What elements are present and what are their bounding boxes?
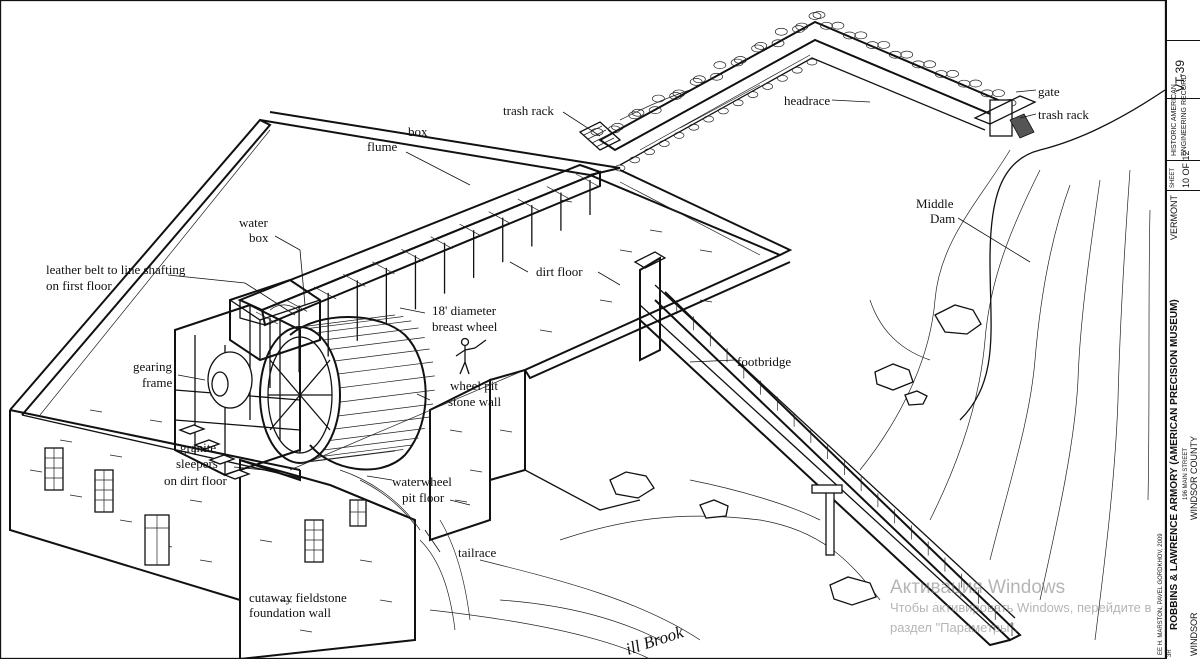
label-water-box-line2: box: [249, 230, 269, 245]
label-footbridge: footbridge: [737, 354, 791, 369]
label-trash-rack-right: trash rack: [1038, 107, 1089, 122]
county-name: WINDSOR COUNTY: [1189, 436, 1199, 520]
label-cutaway-line1: cutaway fieldstone: [249, 590, 347, 605]
tb-record-cell: HISTORIC AMERICAN ENGINEERING RECORD: [1167, 75, 1200, 161]
label-dirt-floor: dirt floor: [536, 264, 583, 279]
tb-sheet-cell: SHEET 10 OF 12: [1167, 150, 1200, 191]
delineator-credit: EE H. MARSTON, PAVEL GORDKHOV, 2009: [1158, 533, 1164, 655]
sheet-number: 10 OF 12: [1181, 150, 1191, 188]
label-middle-dam-line2: Dam: [930, 211, 955, 226]
label-box-flume-line2: flume: [367, 139, 398, 154]
label-granite-line2: sleepers: [176, 456, 218, 471]
label-cutaway-line2: foundation wall: [249, 605, 331, 620]
gearing-frame: [174, 303, 301, 477]
labels: trash rack headrace gate trash rack box …: [46, 84, 1089, 659]
leader-lines: [167, 89, 1037, 553]
label-tailrace: tailrace: [458, 545, 496, 560]
label-wheel-pit-line1: wheel pit: [450, 378, 498, 393]
label-gate: gate: [1038, 84, 1060, 99]
tb-survey-number-cell: VT-39: [1167, 40, 1200, 99]
project-name: ROBBINS & LAWRENCE ARMORY (AMERICAN PREC…: [1169, 299, 1180, 630]
label-waterwheel-line1: waterwheel: [392, 474, 452, 489]
windows-activation-watermark: Активация Windows Чтобы активировать Win…: [890, 578, 1151, 638]
label-wheel-line1: 18' diameter: [432, 303, 497, 318]
label-headrace: headrace: [784, 93, 830, 108]
label-granite-line3: on dirt floor: [164, 473, 227, 488]
watermark-line2: Чтобы активировать Windows, перейдите в: [890, 600, 1152, 615]
box-flume: [237, 163, 603, 327]
windows: [44, 447, 367, 566]
title-block: VT-39 HISTORIC AMERICAN ENGINEERING RECO…: [1166, 0, 1200, 659]
wheel-buckets: [299, 314, 435, 464]
label-water-box-line1: water: [239, 215, 269, 230]
city-name: WINDSOR: [1189, 612, 1199, 657]
rocks: [609, 304, 982, 606]
label-leather-belt-line1: leather belt to line shafting: [46, 262, 186, 277]
corner-code: 3R: [1167, 649, 1173, 657]
tb-survey-record: [1167, 0, 1200, 41]
water-box: [229, 278, 321, 362]
building-walls: [9, 111, 793, 659]
gate-structure: [973, 95, 1037, 139]
label-middle-dam-line1: Middle: [916, 196, 954, 211]
label-gearing-line1: gearing: [133, 359, 172, 374]
label-trash-rack-left: trash rack: [503, 103, 554, 118]
footbridge: [633, 251, 1022, 647]
label-box-flume-line1: box: [408, 124, 428, 139]
flume-trestles: [255, 173, 599, 388]
label-granite-line1: granite: [180, 440, 216, 455]
label-wheel-line2: breast wheel: [432, 319, 498, 334]
sheet-label: SHEET: [1170, 167, 1176, 188]
watermark-line3: раздел "Параметры".: [890, 620, 1018, 635]
worker-figure: [455, 337, 487, 375]
label-leather-belt-line2: on first floor: [46, 278, 112, 293]
watermark-line1: Активация Windows: [890, 577, 1066, 598]
label-wheel-pit-line2: stone wall: [448, 394, 501, 409]
label-gearing-line2: frame: [142, 375, 173, 390]
record-line1: HISTORIC AMERICAN: [1171, 84, 1178, 156]
tb-project-cell: VERMONT ROBBINS & LAWRENCE ARMORY (AMERI…: [1167, 190, 1200, 659]
tailrace-water: [339, 469, 471, 631]
state-name: VERMONT: [1169, 195, 1179, 240]
headrace-stones: [590, 11, 1017, 172]
footbridge-rail-posts: [659, 284, 1013, 636]
label-waterwheel-line2: pit floor: [402, 490, 445, 505]
record-line2: ENGINEERING RECORD: [1181, 74, 1188, 156]
granite-sleepers: [178, 424, 251, 480]
river-terrain: [429, 89, 1166, 659]
isometric-drawing: trash rack headrace gate trash rack box …: [0, 0, 1167, 659]
